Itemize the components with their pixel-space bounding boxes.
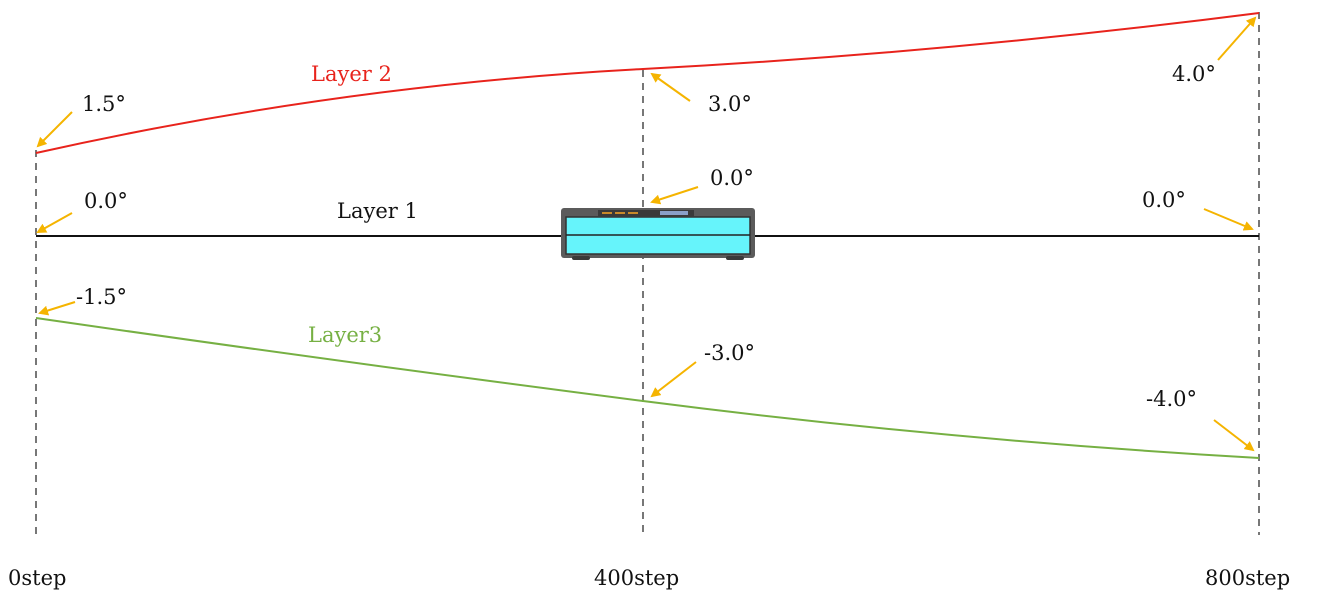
arrow-layer1-800 <box>1203 208 1254 231</box>
angle-layer3-400step: -3.0° <box>704 341 755 365</box>
arrow-layer1-400 <box>650 186 699 205</box>
layer3-label: Layer3 <box>308 323 382 347</box>
sensor-device-icon <box>561 208 755 260</box>
arrow-layer3-0 <box>38 301 76 316</box>
arrow-layer2-0 <box>36 111 73 148</box>
step-label-800: 800step <box>1205 566 1290 590</box>
arrow-layer3-400 <box>650 361 697 398</box>
arrow-layer3-800 <box>1213 419 1255 452</box>
angle-layer2-400step: 3.0° <box>708 92 752 116</box>
angle-layer1-800step: 0.0° <box>1142 188 1186 212</box>
angle-layer2-0step: 1.5° <box>82 92 126 116</box>
angle-layer3-0step: -1.5° <box>76 285 127 309</box>
angle-layer2-800step: 4.0° <box>1172 62 1216 86</box>
angle-layer3-800step: -4.0° <box>1146 387 1197 411</box>
layer3-curve <box>35 317 1260 459</box>
step-label-0: 0step <box>8 566 66 590</box>
arrow-layer2-400 <box>650 72 691 102</box>
layer2-label: Layer 2 <box>311 62 392 86</box>
layer1-label: Layer 1 <box>337 199 418 223</box>
arrow-layer1-0 <box>36 212 73 233</box>
angle-layer1-400step: 0.0° <box>710 166 754 190</box>
step-label-400: 400step <box>594 566 679 590</box>
angle-layer1-0step: 0.0° <box>84 189 128 213</box>
arrow-layer2-800 <box>1217 16 1257 61</box>
layer2-curve <box>35 12 1260 154</box>
